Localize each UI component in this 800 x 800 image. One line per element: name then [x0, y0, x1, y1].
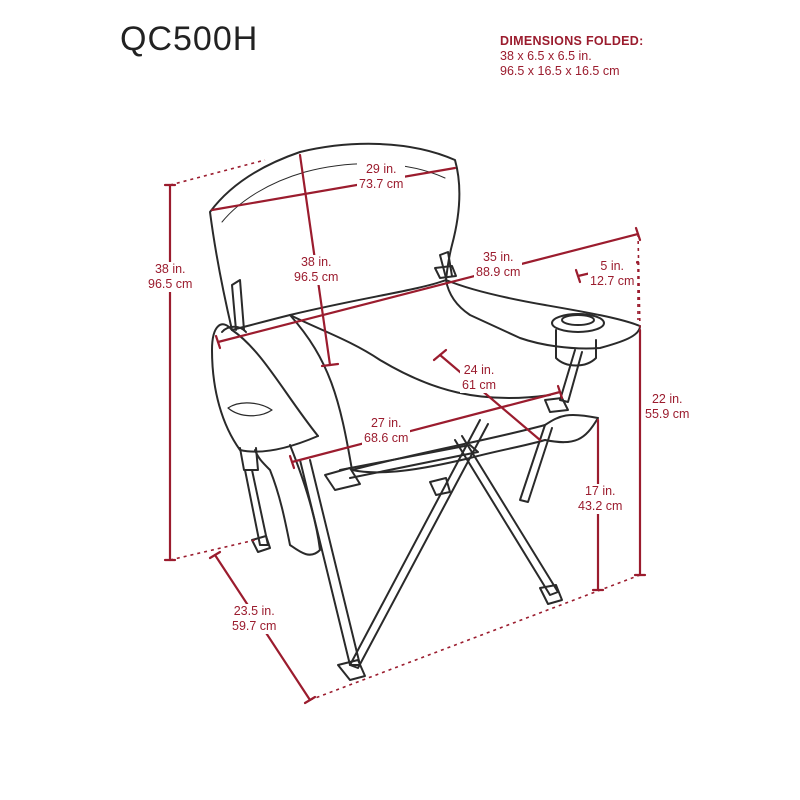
label-overall-width: 35 in. 88.9 cm	[474, 250, 523, 280]
label-seat-depth: 24 in. 61 cm	[460, 363, 499, 393]
overall-height-cm: 96.5 cm	[148, 277, 193, 291]
folded-metric: 96.5 x 16.5 x 16.5 cm	[500, 64, 620, 78]
label-cupholder: 5 in. 12.7 cm	[588, 259, 637, 289]
seat-width-in: 27 in.	[370, 416, 402, 430]
arm-height-in: 22 in.	[651, 392, 683, 406]
label-seat-width: 27 in. 68.6 cm	[362, 416, 411, 446]
label-overall-height: 38 in. 96.5 cm	[146, 262, 195, 292]
chair-outline	[209, 142, 641, 681]
folded-dimensions: DIMENSIONS FOLDED: 38 x 6.5 x 6.5 in. 96…	[500, 34, 644, 79]
label-back-height: 38 in. 96.5 cm	[292, 255, 341, 285]
seat-depth-cm: 61 cm	[462, 378, 497, 392]
overall-width-cm: 88.9 cm	[476, 265, 521, 279]
arm-height-cm: 55.9 cm	[645, 407, 690, 421]
label-seat-height: 17 in. 43.2 cm	[576, 484, 625, 514]
label-back-width: 29 in. 73.7 cm	[357, 162, 406, 192]
back-width-in: 29 in.	[365, 162, 397, 176]
seat-width-cm: 68.6 cm	[364, 431, 409, 445]
cupholder-cm: 12.7 cm	[590, 274, 635, 288]
overall-width-in: 35 in.	[482, 250, 514, 264]
back-height-in: 38 in.	[300, 255, 332, 269]
depth-cm: 59.7 cm	[232, 619, 277, 633]
overall-height-in: 38 in.	[154, 262, 186, 276]
depth-in: 23.5 in.	[233, 604, 275, 618]
label-arm-height: 22 in. 55.9 cm	[643, 392, 692, 422]
back-height-cm: 96.5 cm	[294, 270, 339, 284]
seat-depth-in: 24 in.	[463, 363, 495, 377]
folded-imperial: 38 x 6.5 x 6.5 in.	[500, 49, 592, 63]
label-depth: 23.5 in. 59.7 cm	[230, 604, 279, 634]
seat-height-cm: 43.2 cm	[578, 499, 623, 513]
extension-lines	[169, 159, 641, 701]
folded-heading: DIMENSIONS FOLDED:	[500, 34, 644, 48]
back-width-cm: 73.7 cm	[359, 177, 404, 191]
cupholder-in: 5 in.	[600, 259, 625, 273]
seat-height-in: 17 in.	[584, 484, 616, 498]
model-title: QC500H	[120, 20, 259, 58]
